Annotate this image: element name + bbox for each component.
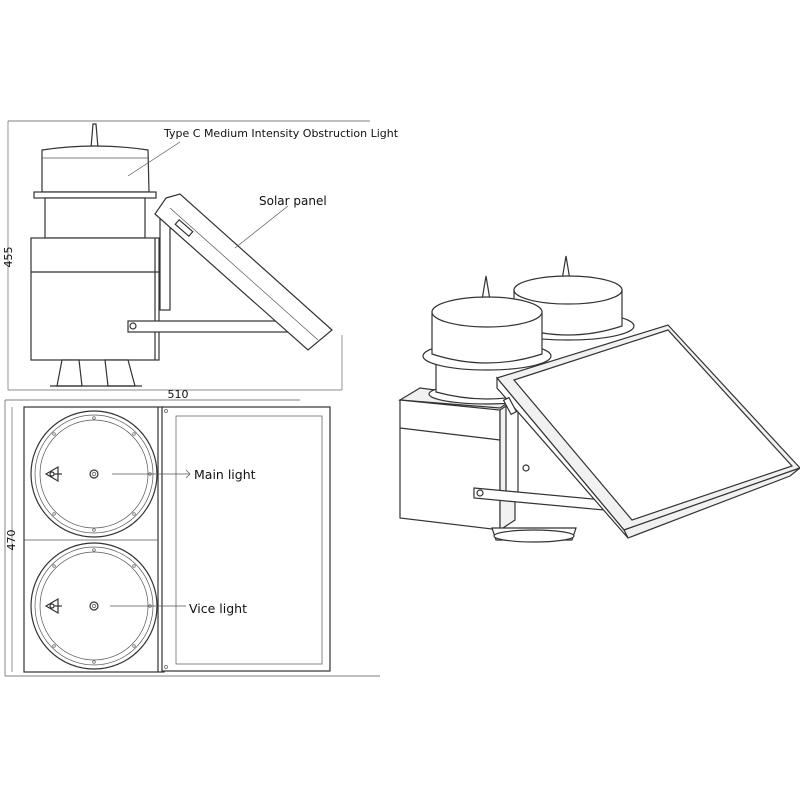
bracket-arm (127, 320, 294, 333)
type-c-light-label: Type C Medium Intensity Obstruction Ligh… (163, 127, 399, 140)
main-light-label: Main light (194, 467, 256, 482)
solar-panel-label: Solar panel (259, 194, 327, 208)
vice-light-label: Vice light (189, 601, 247, 616)
height-dimension: 455 (2, 247, 15, 268)
solar-panel-side (154, 193, 333, 351)
iso-solar-panel (495, 324, 800, 539)
solar-panel-plan (161, 406, 331, 672)
control-box (30, 237, 160, 361)
plan-view (4, 399, 380, 677)
lamp-dome (41, 145, 150, 193)
mounting-foot (56, 359, 83, 387)
side-elevation-view (7, 120, 370, 391)
mounting-foot (104, 359, 136, 387)
lamp-spike (90, 123, 99, 149)
vice-light-plan (30, 542, 158, 670)
depth-dimension: 470 (5, 530, 18, 551)
bracket-post (159, 214, 171, 311)
isometric-view (398, 255, 800, 543)
width-dimension: 510 (168, 388, 189, 401)
